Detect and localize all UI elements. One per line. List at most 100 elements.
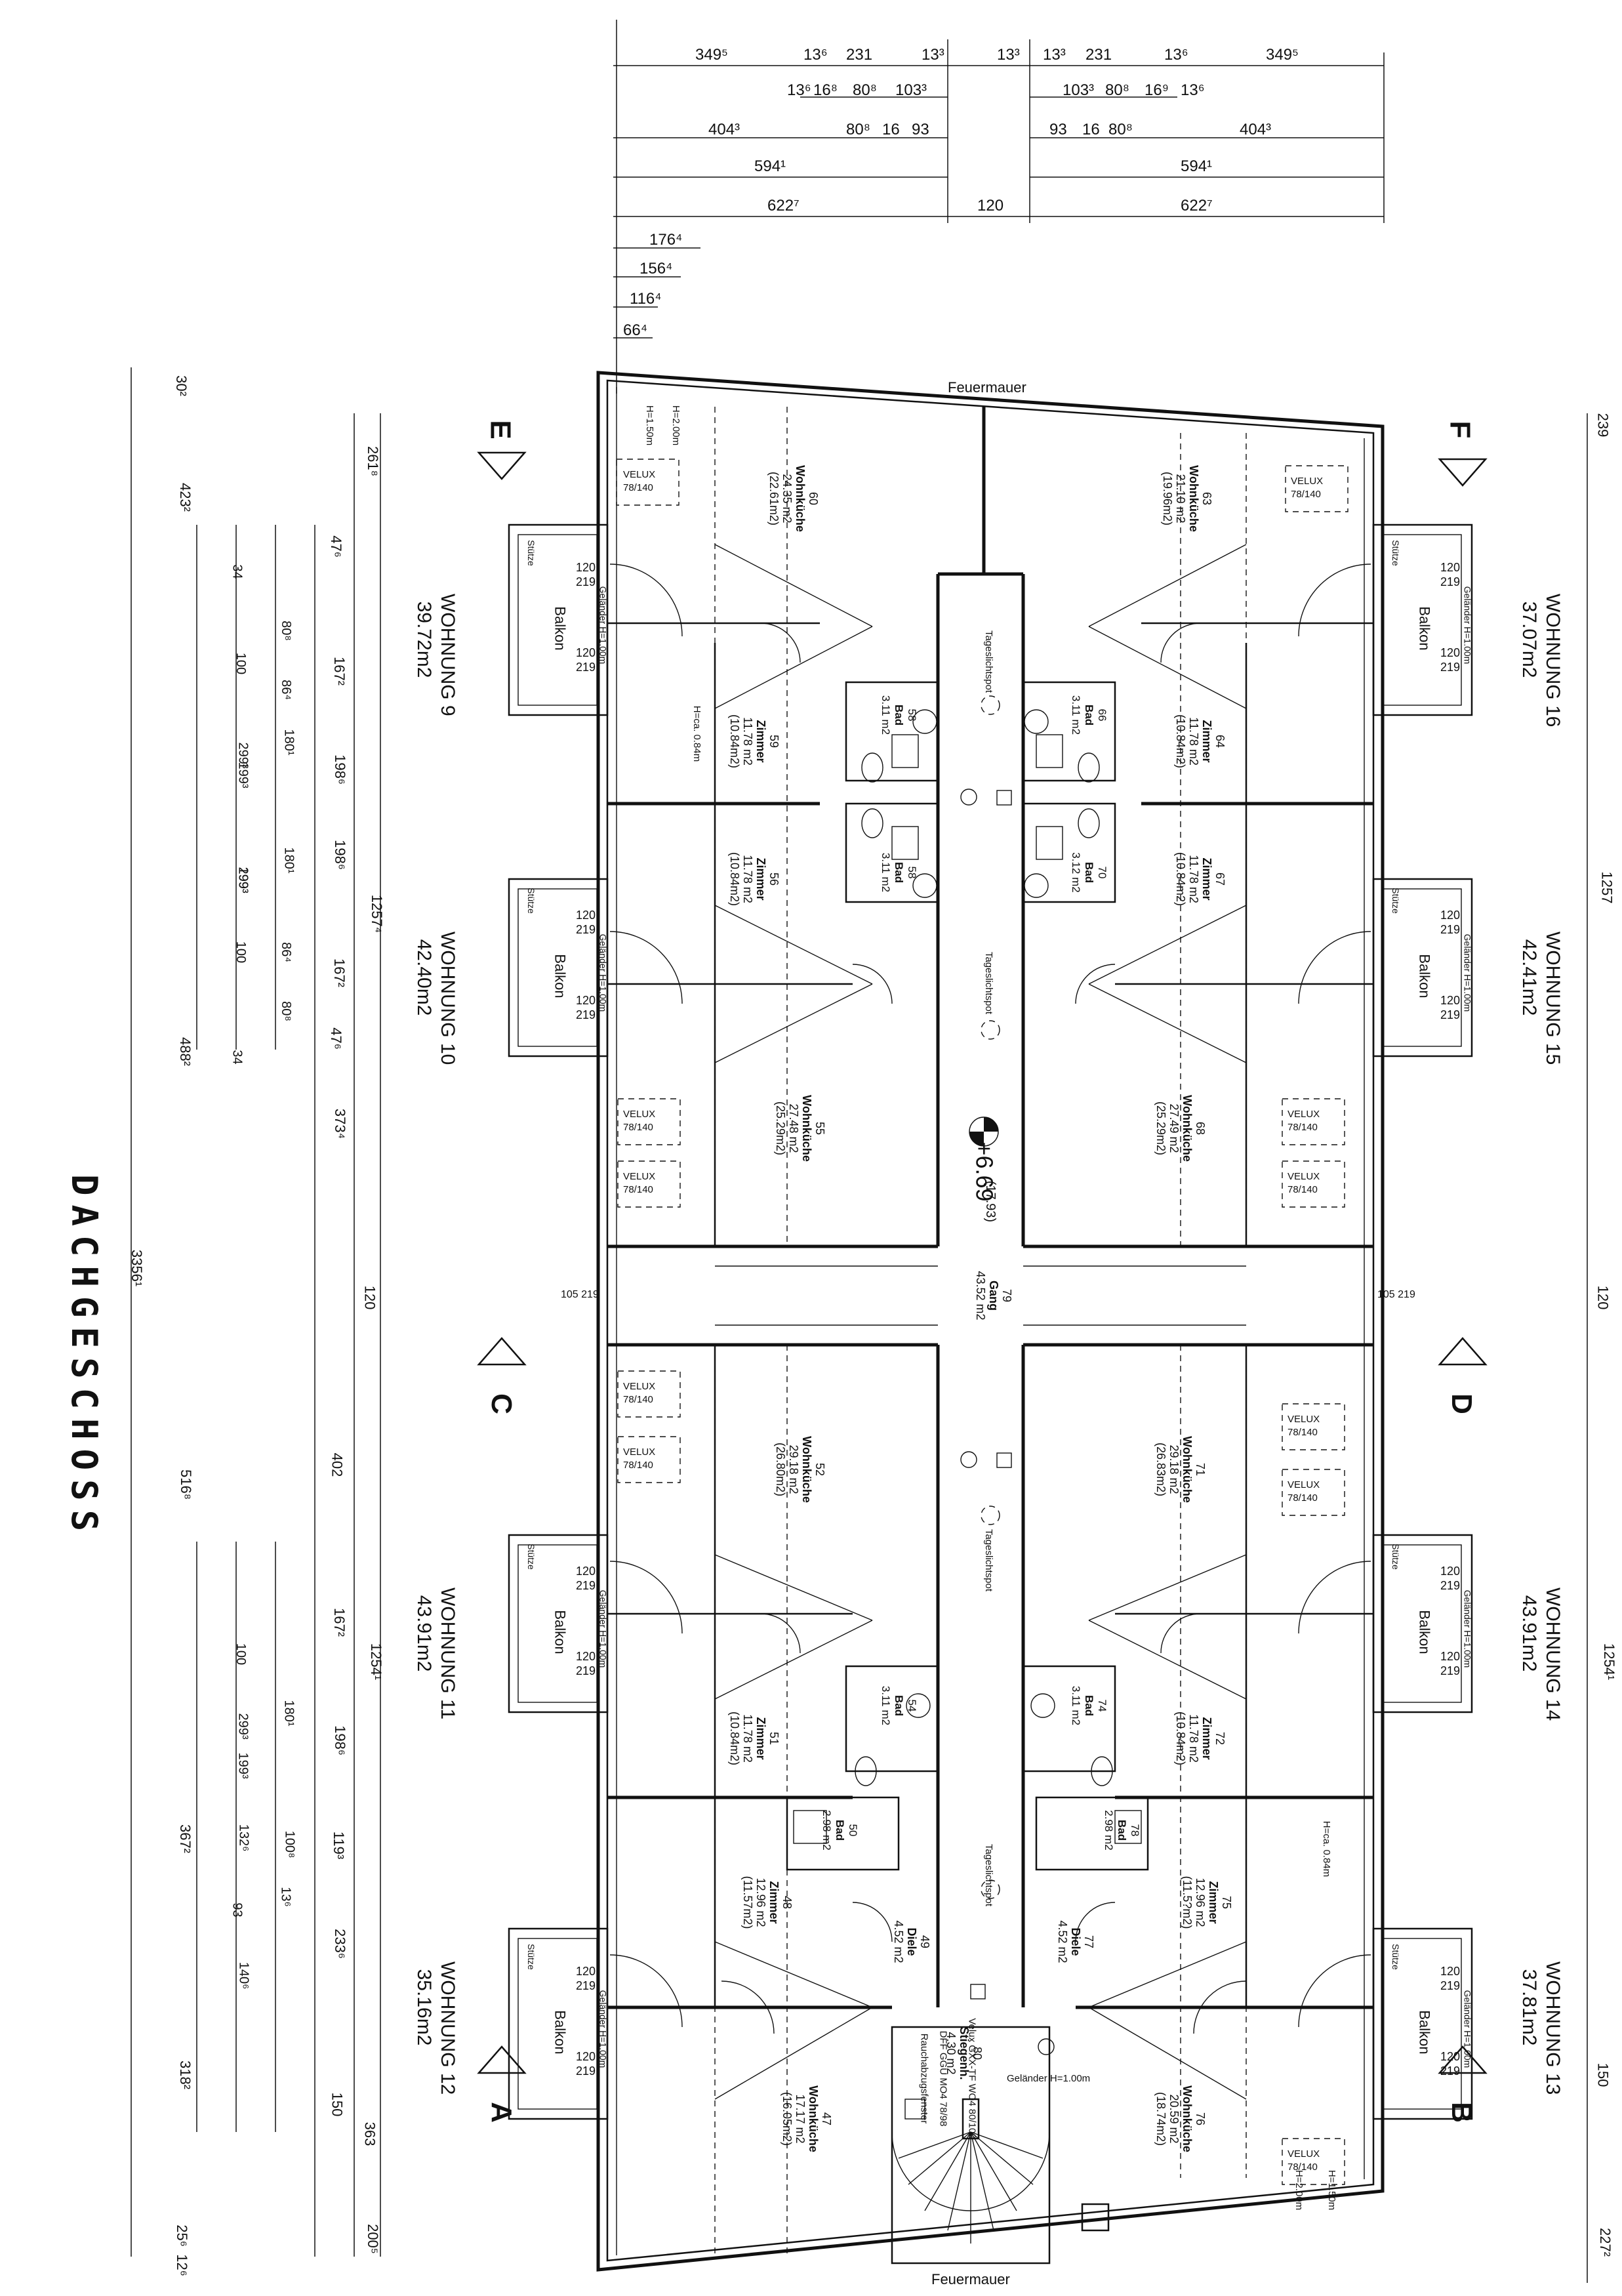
level-note: (17.93) <box>983 1180 998 1223</box>
skylight-note: Tageslichtspot <box>983 1528 995 1592</box>
height-note-2b: H=1.50m <box>1326 2169 1338 2211</box>
window-width: 120 <box>1440 1650 1461 1663</box>
section-marker-a: A <box>485 2102 517 2123</box>
height-note-2: H=1.50m <box>644 405 656 446</box>
velux-label: VELUX <box>1287 1109 1320 1120</box>
left-dim-outer: 367² <box>177 1824 194 1854</box>
balcony-support: Stütze <box>525 888 537 914</box>
section-marker-e: E <box>484 420 517 440</box>
velux-size: 78/140 <box>623 1394 653 1405</box>
velux-label: VELUX <box>1287 1171 1320 1182</box>
balcony-railing: Geländer H=1.00m <box>598 1990 609 2068</box>
right-dim: 227² <box>1597 2227 1614 2257</box>
top-dim-row3: 80⁸ <box>1108 121 1133 138</box>
room-num: 54 <box>906 1699 918 1712</box>
room-num: 48 <box>781 1895 794 1910</box>
stair-railing-note: Geländer H=1.00m <box>1007 2073 1091 2084</box>
window-height: 219 <box>576 1008 596 1021</box>
apartment-12-area: 35.16m2 <box>413 1969 435 2046</box>
left-dim-window: 80⁸ <box>278 1001 293 1021</box>
left-dim-mid: 1257⁴ <box>369 894 386 933</box>
top-dim-row3: 404³ <box>1240 121 1272 138</box>
velux-label: VELUX <box>623 1446 656 1458</box>
room-num: 68 <box>1194 1121 1207 1136</box>
balcony-support: Stütze <box>1390 1944 1401 1970</box>
apartment-12-name: WOHNUNG 12 <box>437 1961 458 2095</box>
left-dim-inner: 47⁶ <box>327 535 344 558</box>
room-area: 29.18 m2 <box>787 1445 800 1494</box>
room-name: Bad <box>893 1694 905 1717</box>
window-height: 219 <box>576 1979 596 1992</box>
left-dim-window: 80⁸ <box>278 621 293 641</box>
balcony-railing: Geländer H=1.00m <box>598 1589 609 1668</box>
room-net: (10.84m2) <box>728 714 741 769</box>
room-area: 27.49 m2 <box>1167 1103 1181 1153</box>
door-swings <box>609 564 1371 2034</box>
room-name: Wohnküche <box>1181 2085 1194 2152</box>
velux-size: 78/140 <box>623 1184 653 1195</box>
room-num: 63 <box>1200 491 1213 506</box>
skylight-note: Tageslichtspot <box>983 630 995 693</box>
room-net: (11.5?m2) <box>1181 1876 1194 1929</box>
staircase <box>891 2026 1110 2265</box>
right-dim: 1254¹ <box>1601 1643 1618 1681</box>
room-net: (26.80m2) <box>774 1442 787 1497</box>
apartment-15-area: 42.41m2 <box>1518 939 1540 1016</box>
apartment-16-name: WOHNUNG 16 <box>1542 594 1564 728</box>
room-name: Zimmer <box>754 720 767 763</box>
room-name: Zimmer <box>754 1717 767 1760</box>
room-net: (10.84m2) <box>1174 851 1187 907</box>
left-dim-fine: 100 <box>233 652 249 675</box>
room-area: 11.78 m2 <box>741 717 754 766</box>
left-dim-mid: 200⁵ <box>364 2224 381 2254</box>
room-area: 43.52 m2 <box>974 1271 987 1321</box>
room-area: 4.52 m2 <box>1056 1920 1069 1963</box>
left-dim-fine: 100 <box>233 941 249 964</box>
top-dim-row2: 16⁹ <box>1145 81 1169 99</box>
room-num: 64 <box>1213 734 1227 748</box>
room-area: 11.78 m2 <box>1187 855 1200 903</box>
window-width: 120 <box>1440 561 1461 574</box>
balcony-support: Stütze <box>525 540 537 566</box>
room-area: 21.10 m2 <box>1174 474 1187 523</box>
window-height: 219 <box>576 1579 596 1592</box>
balcony-railing: Geländer H=1.00m <box>598 586 609 665</box>
room-name: Zimmer <box>767 1881 781 1924</box>
balcony-label: Balkon <box>552 1610 569 1654</box>
room-net: (18.74m2) <box>1154 2091 1167 2146</box>
left-dim-window: 180¹ <box>281 1700 296 1727</box>
room-name: Wohnküche <box>807 2085 820 2152</box>
velux-size: 78/140 <box>1291 489 1321 500</box>
top-dim-row3: 16 <box>882 121 900 138</box>
top-dim-row2: 13⁶ <box>787 81 811 99</box>
left-dim-inner: 402 <box>329 1452 346 1477</box>
room-num: 51 <box>767 1731 781 1746</box>
top-dim-row2: 103³ <box>895 81 927 99</box>
room-net: (19.96m2) <box>1161 471 1174 526</box>
left-dim-outer: 516⁸ <box>178 1469 194 1500</box>
window-width: 120 <box>576 561 596 574</box>
room-area: 29.18 m2 <box>1167 1445 1181 1494</box>
room-net: (10.84m2) <box>1174 1711 1187 1766</box>
left-dim-window: 100⁸ <box>282 1830 297 1858</box>
room-name: Bad <box>1083 1694 1095 1717</box>
height-note-3b: H=2.00m <box>1293 2169 1305 2211</box>
top-dim-row1: 231 <box>846 46 873 64</box>
balcony-label: Balkon <box>1416 1610 1433 1654</box>
velux-label: VELUX <box>623 1381 656 1392</box>
left-dim-mid: 261⁸ <box>365 446 381 476</box>
balcony-label: Balkon <box>552 954 569 998</box>
window-height: 219 <box>1440 1979 1461 1992</box>
left-dim-inner: 167² <box>331 656 348 686</box>
velux-size: 78/140 <box>1287 1184 1318 1195</box>
left-dim-fine: 199³ <box>235 762 251 789</box>
